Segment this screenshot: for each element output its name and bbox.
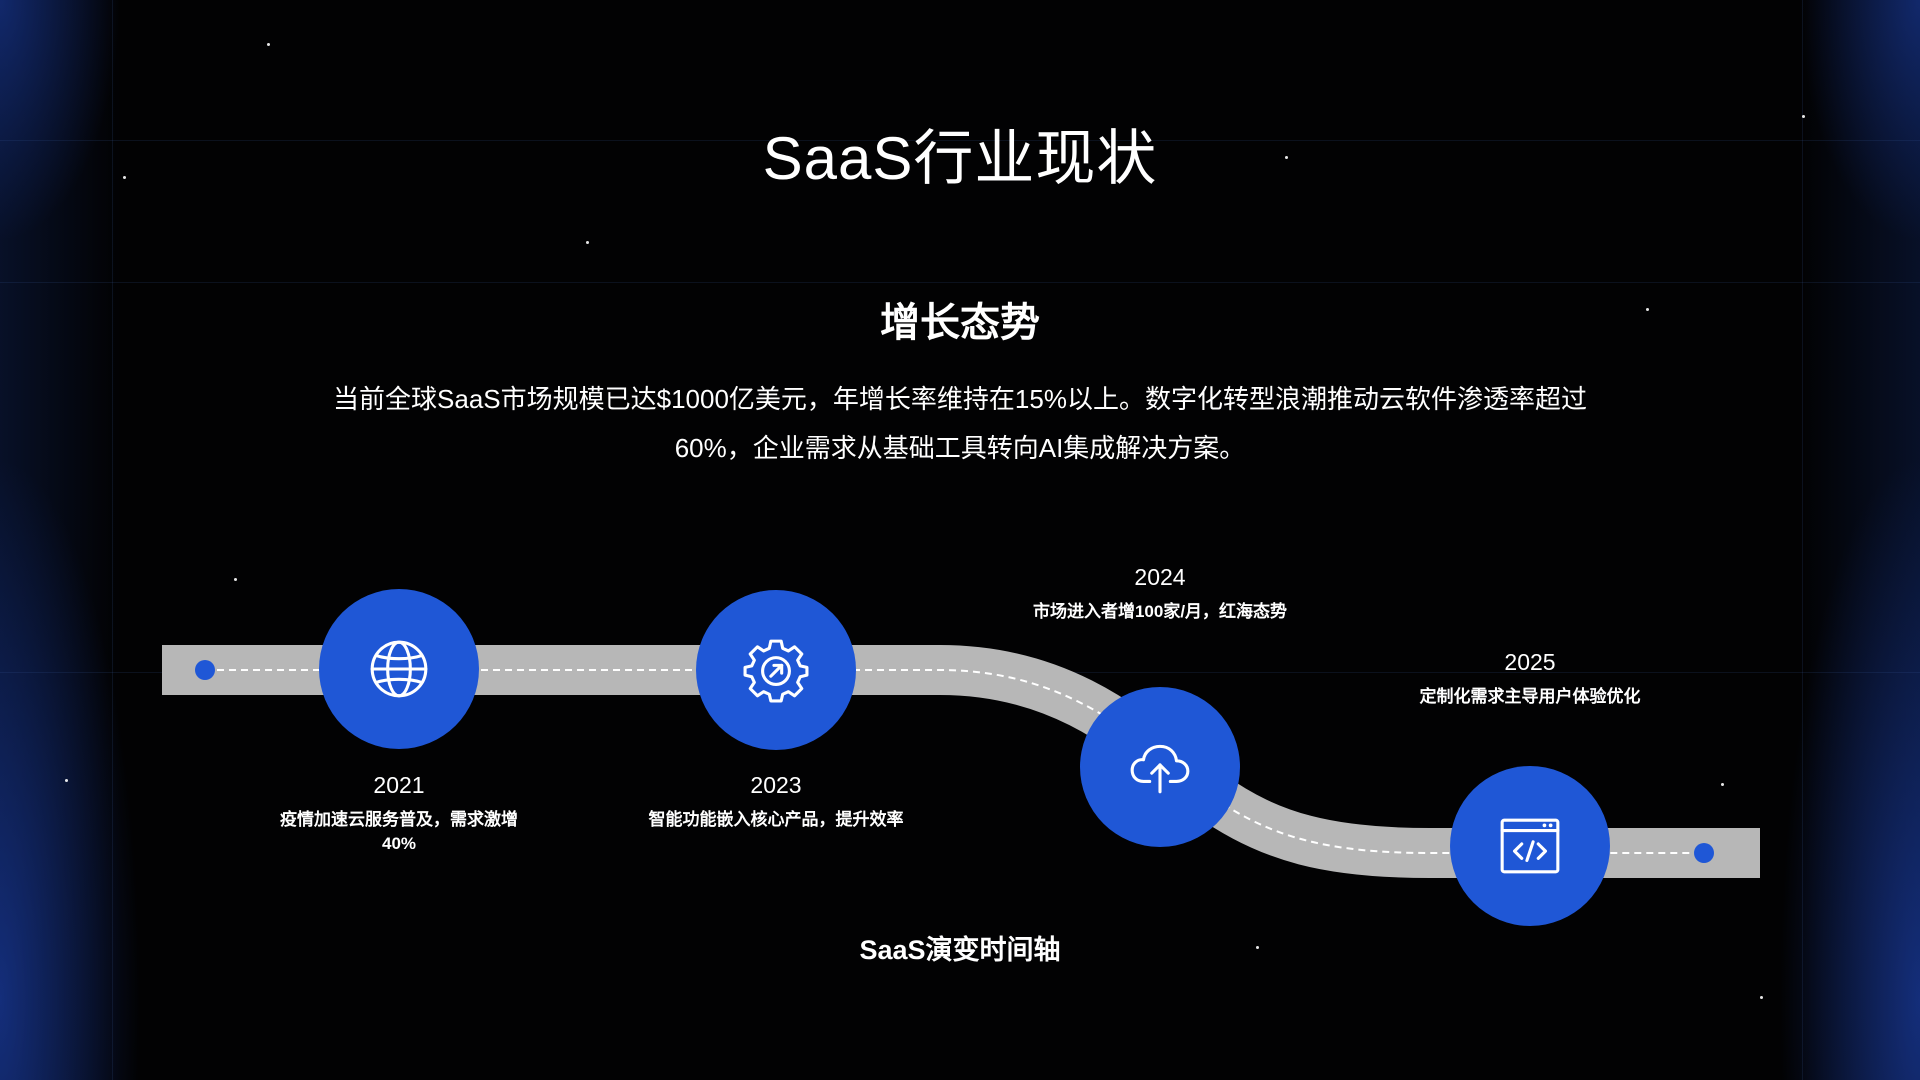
- milestone-2025: 2025 定制化需求主导用户体验优化: [1400, 647, 1660, 709]
- timeline-node-2021: [319, 589, 479, 749]
- grid-line: [1802, 0, 1803, 1080]
- star-dot: [1285, 156, 1288, 159]
- grid-line: [0, 282, 1920, 283]
- description-text: 当前全球SaaS市场规模已达$1000亿美元，年增长率维持在15%以上。数字化转…: [333, 384, 1587, 463]
- section-subtitle: 增长态势: [880, 301, 1040, 345]
- star-dot: [1721, 783, 1724, 786]
- road-end-dot: [1694, 843, 1714, 863]
- milestone-2021: 2021 疫情加速云服务普及，需求激增40%: [269, 770, 529, 856]
- star-dot: [234, 578, 237, 581]
- milestone-year: 2021: [373, 772, 425, 798]
- milestone-year: 2024: [1134, 564, 1186, 590]
- star-dot: [1256, 946, 1259, 949]
- timeline-caption: SaaS演变时间轴: [859, 935, 1061, 965]
- road-start-dot: [195, 660, 215, 680]
- grid-line: [112, 0, 113, 1080]
- milestone-year: 2025: [1504, 649, 1556, 675]
- cloud-upload-icon: [1130, 744, 1190, 794]
- star-dot: [123, 176, 126, 179]
- milestone-text: 智能功能嵌入核心产品，提升效率: [648, 810, 904, 829]
- timeline-node-2023: [696, 590, 856, 750]
- globe-icon: [370, 640, 428, 698]
- timeline-node-2025: [1450, 766, 1610, 926]
- star-dot: [1760, 996, 1763, 999]
- gear-icon: [743, 639, 809, 703]
- star-dot: [65, 779, 68, 782]
- star-dot: [1802, 115, 1805, 118]
- star-dot: [586, 241, 589, 244]
- page-title: SaaS行业现状: [762, 125, 1158, 192]
- code-window-icon: [1500, 818, 1560, 874]
- star-dot: [1646, 308, 1649, 311]
- road-dashed-centerline: [205, 669, 1705, 854]
- star-dot: [267, 43, 270, 46]
- milestone-text: 市场进入者增100家/月，红海态势: [1032, 602, 1288, 621]
- milestone-2023: 2023 智能功能嵌入核心产品，提升效率: [646, 770, 906, 832]
- grid-line: [0, 140, 1920, 141]
- milestone-text: 疫情加速云服务普及，需求激增40%: [280, 810, 518, 853]
- milestone-year: 2023: [750, 772, 802, 798]
- milestone-2024: 2024 市场进入者增100家/月，红海态势: [1030, 562, 1290, 624]
- milestone-text: 定制化需求主导用户体验优化: [1419, 687, 1641, 706]
- timeline-node-2024: [1080, 687, 1240, 847]
